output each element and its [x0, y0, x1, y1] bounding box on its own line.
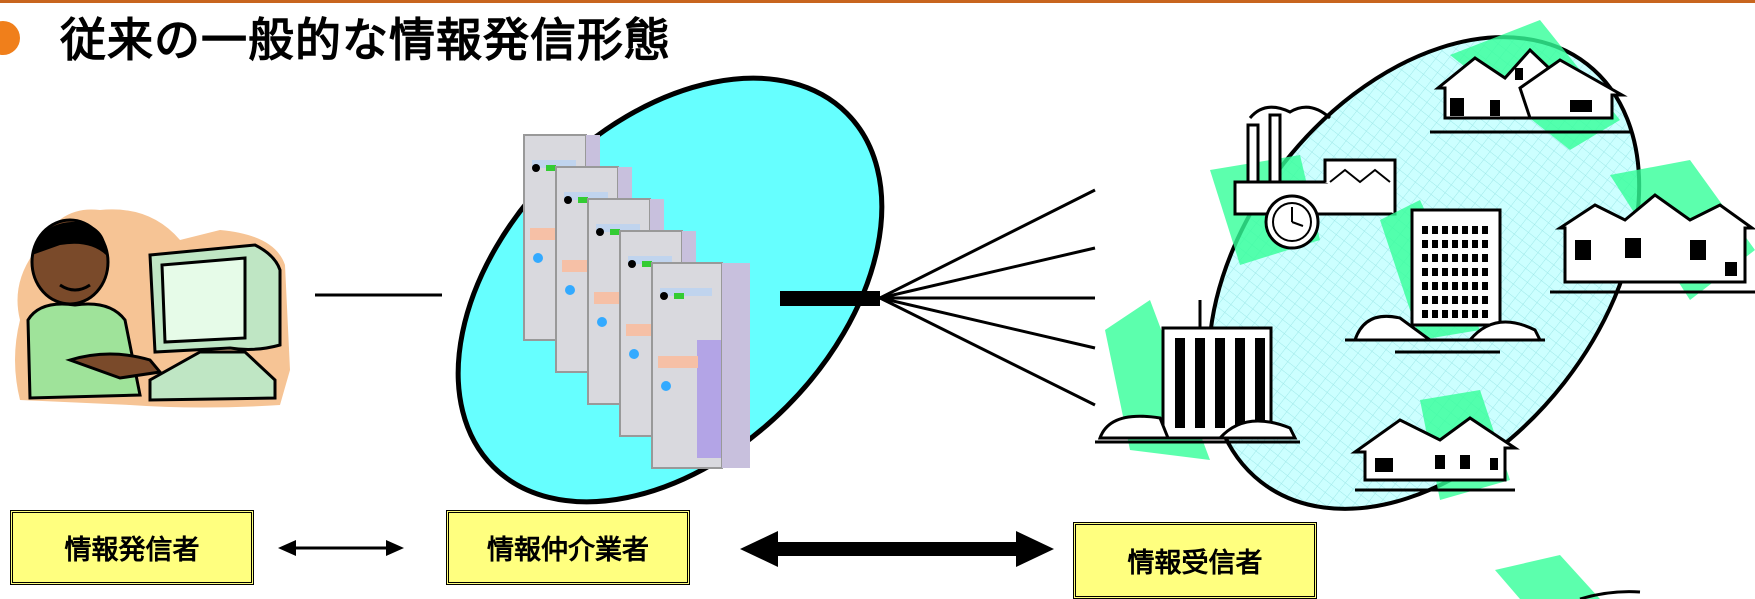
page-title: 従来の一般的な情報発信形態 — [60, 13, 671, 67]
houses-icon — [1430, 20, 1630, 150]
double-arrow-large — [740, 531, 1054, 567]
office-building-icon — [1095, 300, 1300, 460]
server-stack-icon — [523, 134, 750, 469]
label-information-sender: 情報発信者 — [10, 510, 254, 585]
factory-icon — [1210, 105, 1397, 265]
double-arrow-small — [278, 540, 404, 556]
person-at-computer-icon — [15, 209, 290, 408]
houses-icon — [1550, 160, 1755, 300]
broadcast-lines — [780, 188, 1096, 407]
label-information-broker: 情報仲介業者 — [446, 510, 690, 585]
label-information-receiver: 情報受信者 — [1073, 522, 1317, 599]
title-bullet-icon — [0, 21, 20, 55]
houses-icon — [1495, 555, 1641, 599]
top-rule — [0, 0, 1755, 3]
houses-icon — [1350, 390, 1520, 500]
apartment-building-icon — [1345, 200, 1545, 354]
